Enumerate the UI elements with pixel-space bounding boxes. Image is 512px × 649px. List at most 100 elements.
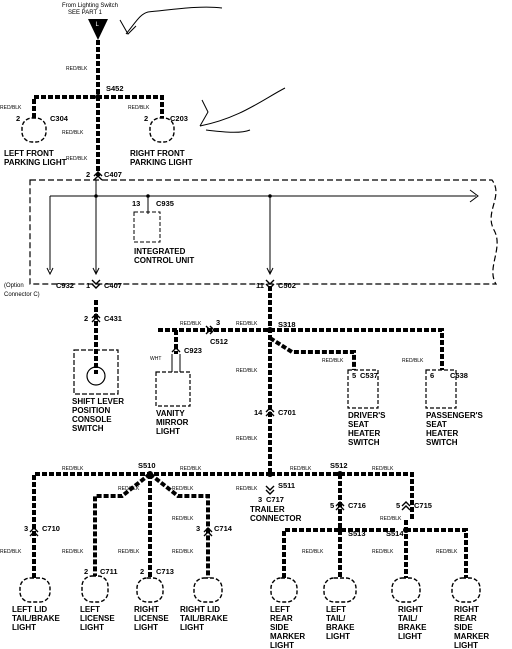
splice-s511: S511: [278, 481, 295, 490]
pin-c717: 3: [258, 495, 262, 504]
wire-label-25: RED/BLK: [302, 549, 324, 555]
lamp-right-front-parking: [149, 117, 175, 143]
source-terminal: L: [96, 22, 100, 28]
svg-text:LICENSE: LICENSE: [134, 614, 169, 623]
connector-c714: C714: [214, 524, 233, 533]
wire-label-27: RED/BLK: [436, 549, 458, 555]
connector-c537: C537: [360, 371, 378, 380]
pin-c407-top: 2: [86, 170, 90, 179]
svg-text:DRIVER'S: DRIVER'S: [348, 411, 386, 420]
svg-text:LEFT FRONT: LEFT FRONT: [4, 149, 54, 158]
connector-c710: C710: [42, 524, 60, 533]
splice-s514: S514: [386, 529, 404, 538]
annotation-scribble-top: [125, 6, 223, 35]
wire-label-7: RED/BLK: [236, 321, 258, 327]
drivers-seat-switch-box: [347, 369, 379, 409]
connector-c716: C716: [348, 501, 366, 510]
svg-text:CONSOLE: CONSOLE: [72, 415, 112, 424]
svg-text:INTEGRATED: INTEGRATED: [134, 247, 186, 256]
pin-c715: 5: [396, 501, 400, 510]
wire-label-26: RED/BLK: [372, 549, 394, 555]
label-left-tail-brake: LEFT TAIL/ BRAKE LIGHT: [326, 605, 355, 641]
wire-label-14: RED/BLK: [290, 466, 312, 472]
annotation-scribble-c203b: [205, 129, 251, 133]
connector-c932: C932: [56, 281, 74, 290]
svg-text:TAIL/BRAKE: TAIL/BRAKE: [12, 614, 61, 623]
pin-c710: 3: [24, 524, 28, 533]
wire-label-11: RED/BLK: [402, 358, 424, 364]
splice-s513: S513: [348, 529, 366, 538]
svg-text:VANITY: VANITY: [156, 409, 185, 418]
label-right-front-parking: RIGHT FRONT PARKING LIGHT: [130, 149, 193, 167]
pin-c502: 11: [256, 281, 264, 290]
svg-text:LEFT: LEFT: [80, 605, 100, 614]
label-shift-lever: SHIFT LEVER POSITION CONSOLE SWITCH: [72, 397, 124, 433]
splice-dots: [95, 94, 409, 533]
main-harness: [32, 40, 468, 578]
svg-text:LEFT: LEFT: [270, 605, 290, 614]
wire-label-20: RED/BLK: [380, 516, 402, 522]
annotation-arrowhead-c203: [199, 99, 209, 127]
svg-text:MARKER: MARKER: [270, 632, 305, 641]
annotation-arrowhead-top: [119, 19, 137, 35]
label-right-license: RIGHT LICENSE LIGHT: [134, 605, 169, 632]
svg-text:TAIL/: TAIL/: [326, 614, 346, 623]
svg-text:HEATER: HEATER: [426, 429, 459, 438]
svg-text:RIGHT: RIGHT: [454, 605, 479, 614]
svg-text:LIGHT: LIGHT: [134, 623, 158, 632]
svg-text:SHIFT LEVER: SHIFT LEVER: [72, 397, 124, 406]
rear-lamp-outlines: [19, 575, 481, 603]
wire-label-wht: WHT: [150, 356, 161, 362]
svg-text:CONNECTOR: CONNECTOR: [250, 514, 302, 523]
svg-text:HEATER: HEATER: [348, 429, 381, 438]
wire-label-8: RED/BLK: [236, 368, 258, 374]
pin-c512: 3: [216, 318, 220, 327]
wire-label-1: RED/BLK: [66, 66, 88, 72]
wire-label-16: RED/BLK: [118, 486, 140, 492]
label-left-rear-side-marker: LEFT REAR SIDE MARKER LIGHT: [270, 605, 305, 649]
svg-text:CONTROL UNIT: CONTROL UNIT: [134, 256, 194, 265]
svg-text:SIDE: SIDE: [454, 623, 473, 632]
shift-lever-switch-box: [73, 349, 119, 395]
label-right-lid-tail: RIGHT LID TAIL/BRAKE LIGHT: [180, 605, 229, 632]
wire-label-12: RED/BLK: [62, 466, 84, 472]
svg-text:BRAKE: BRAKE: [326, 623, 355, 632]
splice-s512: S512: [330, 461, 348, 470]
wire-label-15: RED/BLK: [372, 466, 394, 472]
label-passengers-seat: PASSENGER'S SEAT HEATER SWITCH: [426, 411, 484, 447]
connector-c431: C431: [104, 314, 122, 323]
pin-c935: 13: [132, 199, 140, 208]
svg-text:REAR: REAR: [454, 614, 477, 623]
label-integrated-control: INTEGRATED CONTROL UNIT: [134, 247, 194, 265]
svg-text:SWITCH: SWITCH: [348, 438, 380, 447]
svg-text:LEFT LID: LEFT LID: [12, 605, 47, 614]
option-note-line-2: Connector C): [4, 292, 40, 298]
pin-c716: 5: [330, 501, 334, 510]
lamp-left-front-parking: [21, 117, 47, 143]
label-drivers-seat: DRIVER'S SEAT HEATER SWITCH: [348, 411, 386, 447]
label-vanity-mirror: VANITY MIRROR LIGHT: [156, 409, 189, 436]
annotation-scribble-c203: [199, 87, 286, 127]
splice-s452: S452: [106, 84, 124, 93]
svg-text:BRAKE: BRAKE: [398, 623, 427, 632]
wire-label-17: RED/BLK: [172, 486, 194, 492]
label-trailer-connector: TRAILER CONNECTOR: [250, 505, 302, 523]
wire-label-21: RED/BLK: [0, 549, 22, 555]
source-line-2: SEE PART 1: [68, 10, 103, 16]
pin-c713: 2: [140, 567, 144, 576]
wire-label-3: RED/BLK: [128, 105, 150, 111]
svg-text:SEAT: SEAT: [426, 420, 447, 429]
svg-text:RIGHT LID: RIGHT LID: [180, 605, 220, 614]
connector-c715: C715: [414, 501, 432, 510]
label-right-tail-brake: RIGHT TAIL/ BRAKE LIGHT: [398, 605, 427, 641]
wire-label-24: RED/BLK: [172, 549, 194, 555]
wire-label-23: RED/BLK: [118, 549, 140, 555]
wire-label-18: RED/BLK: [236, 486, 258, 492]
wire-label-13: RED/BLK: [180, 466, 202, 472]
svg-text:POSITION: POSITION: [72, 406, 110, 415]
connector-c713: C713: [156, 567, 174, 576]
option-note-line-1: (Option: [4, 283, 24, 289]
svg-text:LICENSE: LICENSE: [80, 614, 115, 623]
svg-text:LIGHT: LIGHT: [180, 623, 204, 632]
svg-text:PASSENGER'S: PASSENGER'S: [426, 411, 484, 420]
